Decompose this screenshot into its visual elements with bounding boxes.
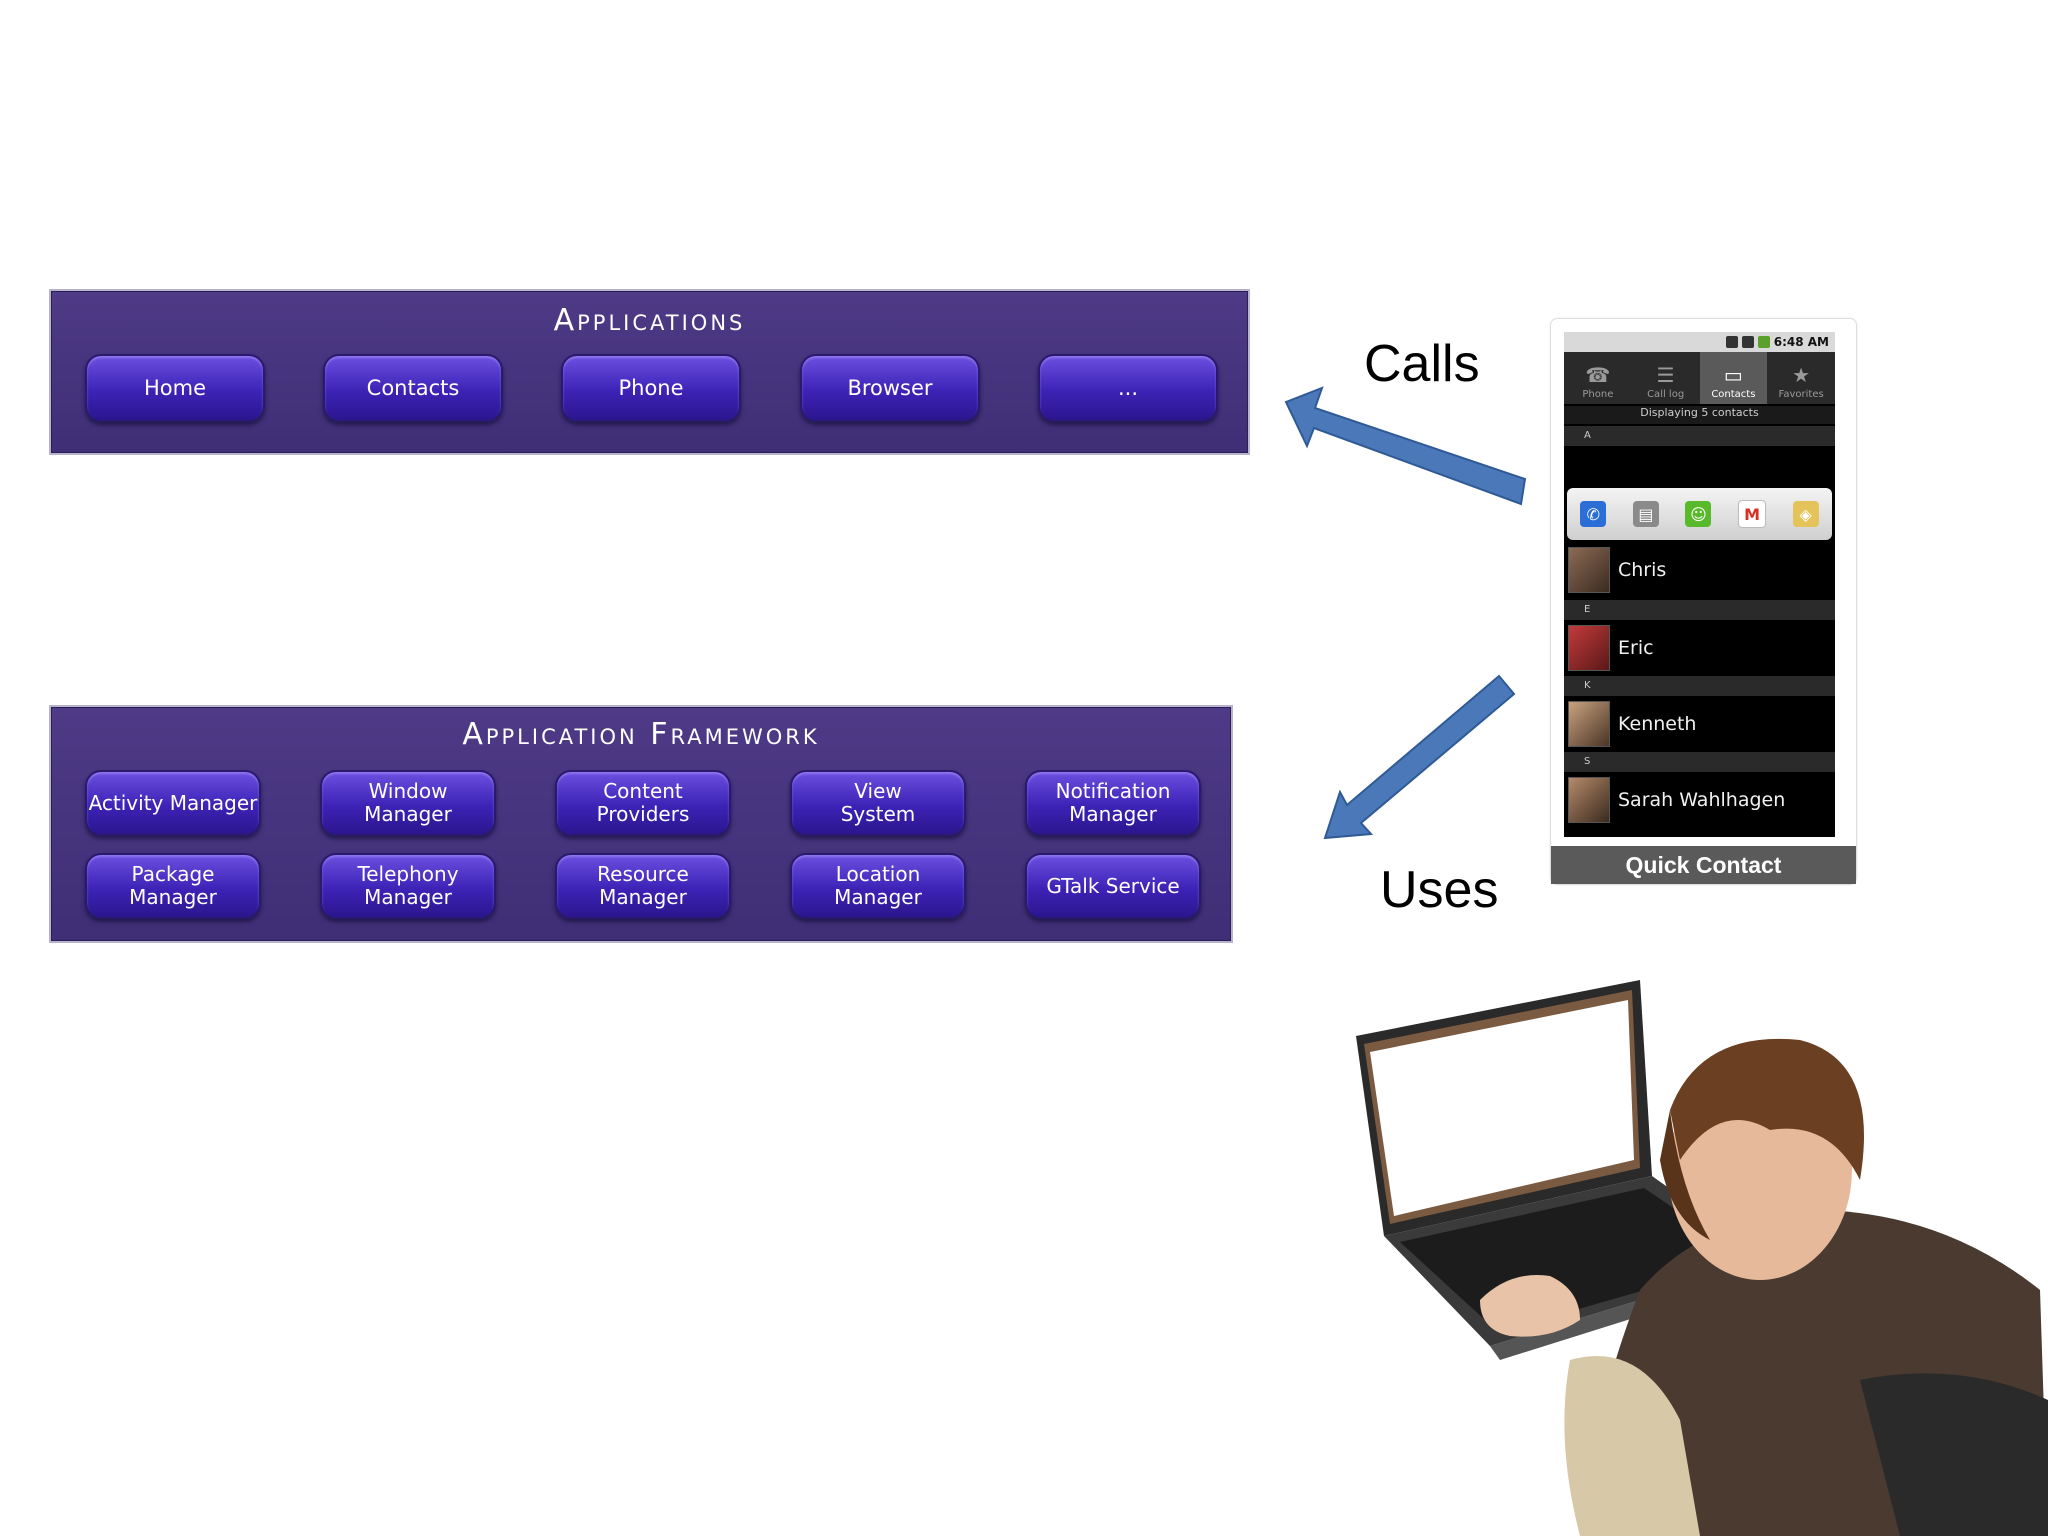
contact-name: Chris (1618, 559, 1667, 581)
section-header: K (1564, 676, 1835, 696)
gmail-icon[interactable]: M (1738, 500, 1767, 528)
calls-label: Calls (1364, 335, 1480, 393)
tab-phone[interactable]: ☎ Phone (1564, 352, 1632, 404)
phone-screen: 6:48 AM ☎ Phone ☰ Call log ▭ Contacts ★ … (1564, 332, 1835, 837)
app-home-button[interactable]: Home (85, 354, 265, 422)
framework-title: Application Framework (462, 717, 820, 752)
fw-package-manager[interactable]: Package Manager (85, 853, 261, 919)
tab-label: Phone (1582, 389, 1614, 400)
app-browser-button[interactable]: Browser (800, 354, 980, 422)
fw-content-providers[interactable]: Content Providers (555, 770, 731, 836)
avatar (1568, 701, 1610, 747)
section-header: S (1564, 752, 1835, 772)
tab-label: Contacts (1711, 389, 1756, 400)
fw-activity-manager[interactable]: Activity Manager (85, 770, 261, 836)
uses-label: Uses (1380, 861, 1499, 919)
app-more-button[interactable]: ... (1038, 354, 1218, 422)
avatar (1568, 547, 1610, 593)
tab-label: Favorites (1778, 389, 1824, 400)
section-header: E (1564, 600, 1835, 620)
person-with-laptop-illustration (1356, 980, 2048, 1536)
list-item[interactable]: Sarah Wahlhagen (1564, 772, 1835, 828)
sms-icon[interactable]: ☺ (1685, 501, 1712, 527)
app-phone-button[interactable]: Phone (561, 354, 741, 422)
phone-dial-icon: ☎ (1585, 363, 1611, 387)
tab-label: Call log (1647, 389, 1685, 400)
status-bar: 6:48 AM (1564, 332, 1835, 352)
contact-name: Kenneth (1618, 713, 1697, 735)
avatar (1568, 777, 1610, 823)
list-item[interactable]: Eric (1564, 620, 1835, 676)
fw-window-manager[interactable]: Window Manager (320, 770, 496, 836)
quick-contact-caption: Quick Contact (1551, 846, 1856, 884)
fw-resource-manager[interactable]: Resource Manager (555, 853, 731, 919)
data-icon (1725, 336, 1738, 348)
applications-panel: Applications Home Contacts Phone Browser… (49, 289, 1250, 455)
tab-call-log[interactable]: ☰ Call log (1632, 352, 1700, 404)
fw-gtalk-service[interactable]: GTalk Service (1025, 853, 1201, 919)
fw-view-system[interactable]: View System (790, 770, 966, 836)
phone-icon[interactable]: ✆ (1580, 501, 1607, 527)
application-framework-panel: Application Framework Activity Manager W… (49, 705, 1233, 943)
signal-icon (1741, 336, 1754, 348)
star-icon: ★ (1792, 363, 1811, 387)
fw-telephony-manager[interactable]: Telephony Manager (320, 853, 496, 919)
status-time: 6:48 AM (1773, 335, 1829, 349)
fw-notification-manager[interactable]: Notification Manager (1025, 770, 1201, 836)
calls-arrow (1284, 386, 1527, 506)
list-item[interactable]: Chris (1564, 542, 1835, 598)
call-log-icon: ☰ (1656, 363, 1675, 387)
applications-title: Applications (553, 303, 746, 338)
contacts-icon: ▭ (1723, 363, 1743, 387)
uses-arrow (1323, 674, 1516, 840)
app-contacts-button[interactable]: Contacts (323, 354, 503, 422)
tab-contacts[interactable]: ▭ Contacts (1699, 352, 1768, 404)
section-header: A (1564, 426, 1835, 446)
phone-mockup: 6:48 AM ☎ Phone ☰ Call log ▭ Contacts ★ … (1551, 319, 1856, 884)
battery-icon (1757, 336, 1770, 348)
contact-name: Sarah Wahlhagen (1618, 789, 1786, 811)
maps-icon[interactable]: ◈ (1792, 501, 1819, 527)
list-item[interactable]: Kenneth (1564, 696, 1835, 752)
person-icon (1480, 1038, 2048, 1536)
avatar (1568, 625, 1610, 671)
tab-favorites[interactable]: ★ Favorites (1767, 352, 1835, 404)
list-item[interactable] (1564, 446, 1835, 486)
phone-tab-bar: ☎ Phone ☰ Call log ▭ Contacts ★ Favorite… (1564, 352, 1835, 404)
fw-location-manager[interactable]: Location Manager (790, 853, 966, 919)
quick-contact-bar: ✆ ▤ ☺ M ◈ (1567, 488, 1832, 540)
contact-name: Eric (1618, 637, 1654, 659)
contact-card-icon[interactable]: ▤ (1632, 501, 1659, 527)
list-header: Displaying 5 contacts (1564, 406, 1835, 424)
